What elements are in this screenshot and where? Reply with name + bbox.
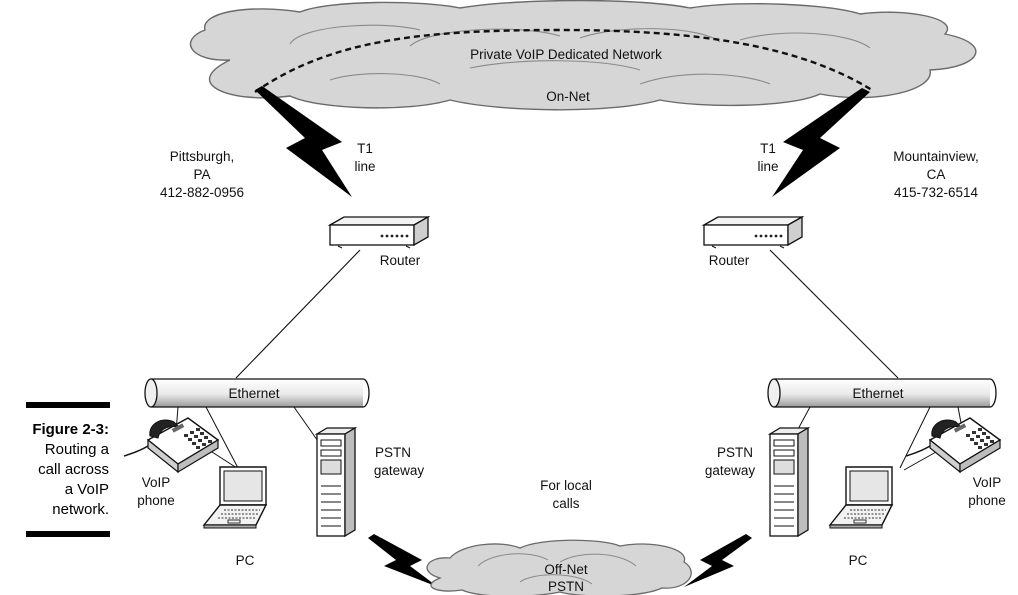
left-t1-line-2: line [354, 159, 375, 174]
left-ethernet-label: Ethernet [228, 386, 279, 401]
caption-line-2: call across [38, 461, 109, 478]
left-t1-lightning-icon [255, 86, 352, 197]
right-city-line-1: Mountainview, [893, 149, 979, 164]
right-t1-lightning-icon [772, 88, 870, 197]
right-router-ethernet-link [769, 249, 899, 379]
right-gateway-line-2: gateway [705, 463, 756, 478]
caption-line-3: a VoIP [65, 481, 109, 498]
right-ethernet-segment [767, 378, 997, 408]
left-pstn-gateway-icon [316, 427, 356, 537]
left-phone-line-1: VoIP [142, 475, 171, 490]
on-net-dashed-link [254, 28, 873, 93]
left-t1-line-1: T1 [357, 141, 373, 156]
pstn-label: PSTN [548, 579, 584, 594]
right-pstn-lightning-icon [684, 534, 752, 587]
left-pc-label: PC [236, 553, 255, 568]
private-network-title: Private VoIP Dedicated Network [470, 47, 662, 62]
right-router-label: Router [709, 253, 750, 268]
caption-top-rule [26, 402, 110, 408]
left-city-block: Pittsburgh, PA 412-882-0956 [160, 149, 244, 200]
left-router-ethernet-link [235, 249, 361, 379]
right-t1-line-1: T1 [760, 141, 776, 156]
right-pc-icon [829, 466, 893, 529]
pstn-cloud [426, 539, 692, 595]
caption-line-1: Routing a [45, 441, 110, 458]
right-city-block: Mountainview, CA 415-732-6514 [893, 149, 979, 200]
left-router-label: Router [380, 253, 421, 268]
left-phone-line-2: phone [137, 493, 175, 508]
left-gateway-line-2: gateway [374, 463, 425, 478]
right-pstn-gateway-icon [769, 427, 809, 537]
local-calls-line-2: calls [552, 496, 579, 511]
left-city-line-3: 412-882-0956 [160, 185, 244, 200]
right-router-icon [703, 216, 803, 249]
right-gateway-line-1: PSTN [717, 445, 753, 460]
right-pc-label: PC [849, 553, 868, 568]
figure-number: Figure 2-3: [32, 421, 109, 438]
right-phone-line-2: phone [968, 493, 1006, 508]
left-router-icon [329, 216, 429, 249]
right-city-line-2: CA [927, 167, 946, 182]
right-city-line-3: 415-732-6514 [894, 185, 979, 200]
right-t1-line-2: line [757, 159, 778, 174]
caption-bottom-rule [26, 531, 110, 537]
right-phone-line-1: VoIP [973, 475, 1002, 490]
left-pc-icon [203, 466, 267, 529]
left-pstn-lightning-icon [368, 534, 438, 587]
caption-line-4: network. [52, 501, 109, 518]
left-gateway-line-1: PSTN [375, 445, 411, 460]
left-ethernet-segment [144, 378, 370, 408]
right-ethernet-label: Ethernet [852, 386, 903, 401]
left-city-line-2: PA [193, 167, 210, 182]
on-net-label: On-Net [546, 89, 590, 104]
left-voip-phone-icon [123, 417, 219, 473]
off-net-label: Off-Net [544, 562, 588, 577]
local-calls-line-1: For local [540, 478, 592, 493]
left-city-line-1: Pittsburgh, [170, 149, 235, 164]
private-network-cloud [189, 0, 977, 111]
